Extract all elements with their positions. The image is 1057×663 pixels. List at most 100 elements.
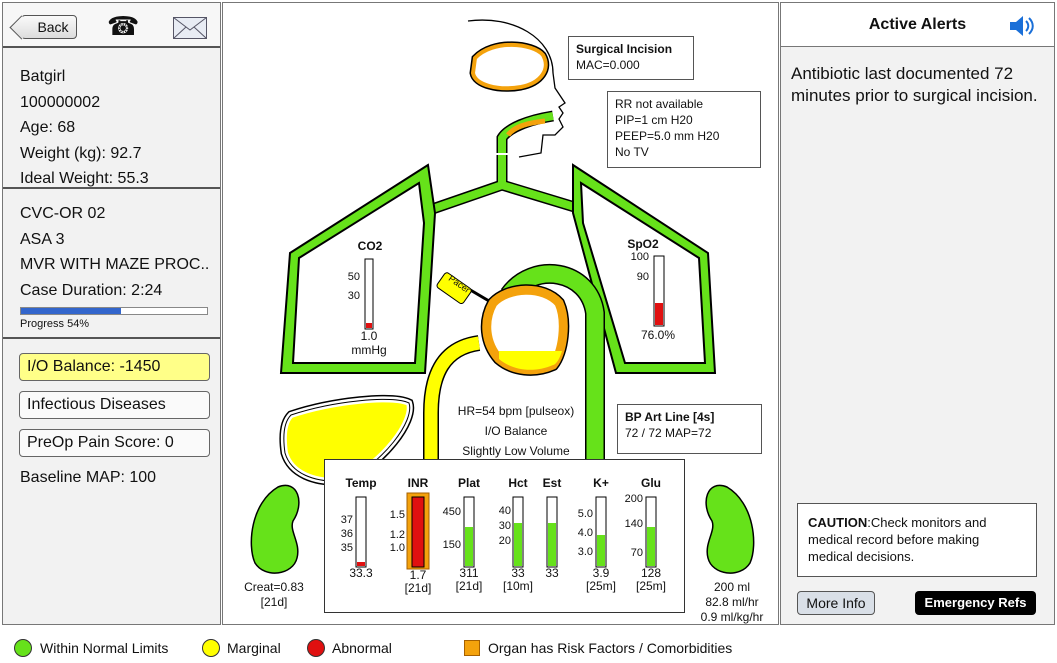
vent-tv: No TV <box>615 145 649 159</box>
heart-status: HR=54 bpm [pulseox) I/O Balance Slightly… <box>441 401 591 461</box>
glu-age: [25m] <box>635 579 666 593</box>
k-tick-4: 4.0 <box>577 527 593 539</box>
creatinine: Creat=0.83 [21d] <box>231 580 317 610</box>
body-diagram-svg <box>250 19 755 574</box>
orange-square-icon <box>464 640 480 656</box>
bp-title: BP Art Line [4s] <box>625 410 715 424</box>
red-dot-icon <box>307 639 325 657</box>
left-actions: I/O Balance: -1450 Infectious Diseases P… <box>3 339 220 489</box>
caution-text: :Check monitors and medical record befor… <box>808 515 987 564</box>
spo2-tick-100: 100 <box>630 251 649 263</box>
labs-panel[interactable]: Temp INR Plat Hct Est K+ Glu 37 36 35 1.… <box>324 459 685 613</box>
temp-tick-36: 36 <box>340 528 353 540</box>
mail-icon[interactable] <box>173 17 207 39</box>
temp-gauge <box>355 496 367 568</box>
glu-tick-70: 70 <box>630 547 643 559</box>
hct-label: Hct <box>508 476 528 490</box>
patient-panel: Back ☎ Batgirl 100000002 Age: 68 Weight … <box>2 2 221 625</box>
k-fill <box>597 535 605 566</box>
heart-volume: Slightly Low Volume <box>462 444 570 458</box>
k-tick-3: 3.0 <box>577 546 593 558</box>
glu-label: Glu <box>641 476 661 490</box>
back-button[interactable]: Back <box>21 15 77 39</box>
urine-rate: 82.8 ml/hr <box>705 595 759 609</box>
heart-io: I/O Balance <box>484 424 548 438</box>
spo2-value: 76.0% <box>640 328 676 342</box>
hct-tick-20: 20 <box>498 535 511 547</box>
caution-label: CAUTION <box>808 515 868 530</box>
infectious-diseases-button[interactable]: Infectious Diseases <box>19 391 210 419</box>
co2-value: 1.0 <box>360 329 378 343</box>
spo2-fill <box>655 303 663 325</box>
alert-message[interactable]: Antibiotic last documented 72 minutes pr… <box>791 64 1038 105</box>
urine-output: 200 ml 82.8 ml/hr 0.9 ml/kg/hr <box>689 580 775 625</box>
head-outline <box>467 19 566 158</box>
k-age: [25m] <box>585 579 616 593</box>
plat-tick-150: 150 <box>442 539 461 551</box>
io-balance-button[interactable]: I/O Balance: -1450 <box>19 353 210 381</box>
caution-box: CAUTION:Check monitors and medical recor… <box>797 503 1037 577</box>
spo2-tick-90: 90 <box>636 271 649 283</box>
creat-value: Creat=0.83 <box>244 580 304 594</box>
surgical-title: Surgical Incision <box>576 42 673 56</box>
glu-value: 128 <box>640 566 662 580</box>
speaker-icon[interactable] <box>1008 15 1036 37</box>
ventilator-box[interactable]: RR not available PIP=1 cm H20 PEEP=5.0 m… <box>607 91 761 168</box>
patient-ideal-weight: Ideal Weight: 55.3 <box>20 170 149 187</box>
preop-pain-button[interactable]: PreOp Pain Score: 0 <box>19 429 210 457</box>
legend-marginal: Marginal <box>202 639 281 657</box>
bp-art-line-box[interactable]: BP Art Line [4s] 72 / 72 MAP=72 <box>617 404 762 454</box>
surgical-mac: MAC=0.000 <box>576 58 640 72</box>
temp-value: 33.3 <box>349 566 373 580</box>
creat-age: [21d] <box>260 595 288 609</box>
est-fill <box>548 523 556 566</box>
inr-value: 1.7 <box>409 568 427 582</box>
temp-label: Temp <box>345 476 377 490</box>
plat-age: [21d] <box>455 579 483 593</box>
color-legend: Within Normal Limits Marginal Abnormal O… <box>0 632 1057 663</box>
inr-tick-12: 1.2 <box>389 529 405 541</box>
hct-fill <box>514 523 522 566</box>
green-dot-icon <box>14 639 32 657</box>
legend-abnormal: Abnormal <box>307 639 392 657</box>
k-value: 3.9 <box>592 566 610 580</box>
emergency-refs-button[interactable]: Emergency Refs <box>915 591 1036 615</box>
co2-fill <box>366 323 372 328</box>
yellow-dot-icon <box>202 639 220 657</box>
baseline-map: Baseline MAP: 100 <box>20 469 157 486</box>
k-tick-5: 5.0 <box>577 508 593 520</box>
temp-tick-37: 37 <box>340 514 353 526</box>
urine-rate-kg: 0.9 ml/kg/hr <box>700 610 764 624</box>
glu-tick-200: 200 <box>624 493 643 505</box>
patient-info: Batgirl 100000002 Age: 68 Weight (kg): 9… <box>3 48 220 189</box>
alerts-header: Active Alerts <box>781 3 1054 47</box>
hct-tick-30: 30 <box>498 520 511 532</box>
alerts-title: Active Alerts <box>868 16 967 33</box>
k-gauge <box>595 496 607 568</box>
co2-tick-50: 50 <box>347 271 360 283</box>
patient-mrn: 100000002 <box>20 93 101 111</box>
case-info: CVC-OR 02 ASA 3 MVR WITH MAZE PROC.. Cas… <box>3 189 220 339</box>
more-info-button[interactable]: More Info <box>797 591 875 615</box>
legend-normal-label: Within Normal Limits <box>40 640 169 656</box>
alerts-panel: Active Alerts Antibiotic last documented… <box>780 2 1055 625</box>
plat-value: 311 <box>459 566 479 580</box>
phone-icon[interactable]: ☎ <box>107 11 140 41</box>
case-procedure: MVR WITH MAZE PROC.. <box>20 256 210 273</box>
patient-name: Batgirl <box>20 68 66 85</box>
organ-diagram: Surgical Incision MAC=0.000 RR not avail… <box>222 2 779 625</box>
legend-risk-label: Organ has Risk Factors / Comorbidities <box>488 640 733 656</box>
plat-label: Plat <box>457 476 480 490</box>
pacer-tag <box>436 272 472 305</box>
vent-pip: PIP=1 cm H20 <box>615 113 693 127</box>
progress-fill <box>21 308 122 314</box>
legend-abnormal-label: Abnormal <box>332 640 392 656</box>
plat-fill <box>465 527 473 566</box>
vent-rr: RR not available <box>615 97 704 111</box>
case-duration: Case Duration: 2:24 <box>20 281 163 299</box>
co2-unit: mmHg <box>351 343 387 357</box>
legend-marginal-label: Marginal <box>227 640 281 656</box>
est-label: Est <box>542 476 562 490</box>
left-kidney-organ <box>250 484 300 574</box>
surgical-incision-box[interactable]: Surgical Incision MAC=0.000 <box>568 36 694 80</box>
